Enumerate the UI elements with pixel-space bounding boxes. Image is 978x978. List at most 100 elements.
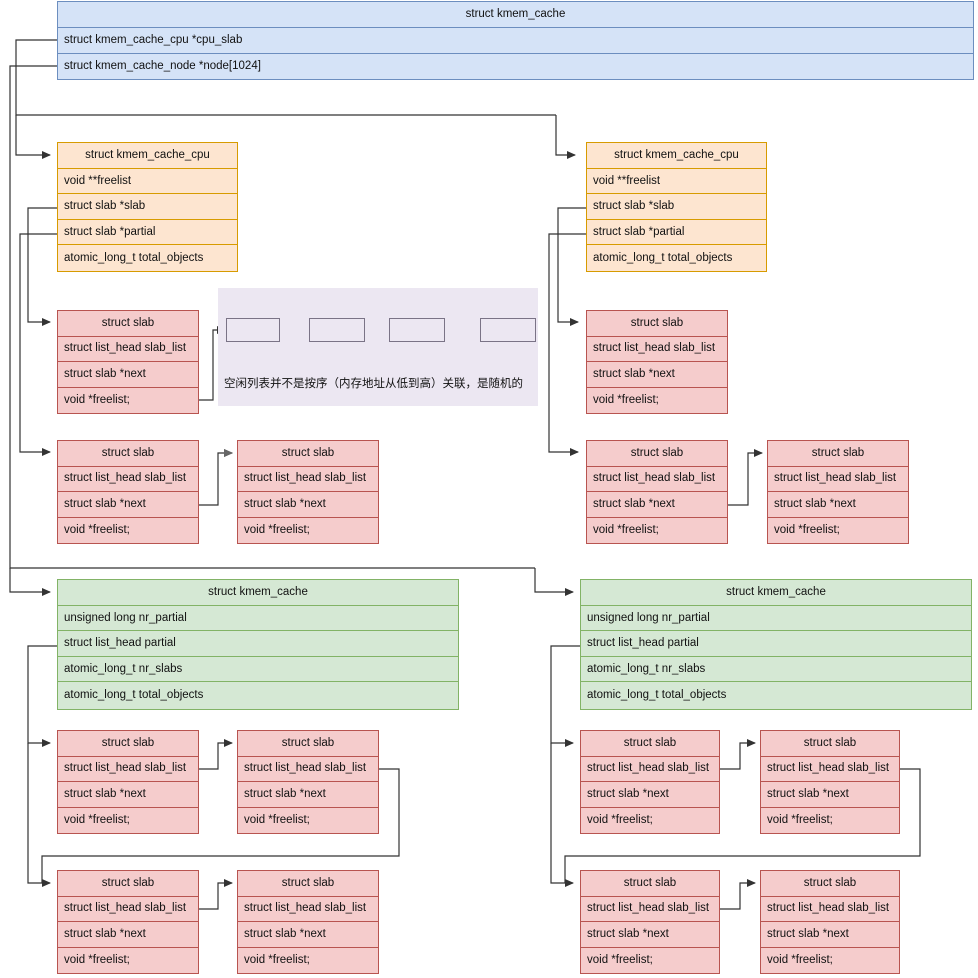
- freelist-illustration-panel: [218, 288, 538, 406]
- node-left-title: struct kmem_cache: [58, 580, 458, 606]
- slab-field-next[interactable]: struct slab *next: [768, 492, 908, 518]
- node-right-field-partial[interactable]: struct list_head partial: [581, 631, 971, 657]
- slab-field-slab-list[interactable]: struct list_head slab_list: [587, 466, 727, 492]
- slab-title: struct slab: [238, 871, 378, 897]
- slab-field-next[interactable]: struct slab *next: [238, 922, 378, 948]
- freelist-node-1: [226, 318, 280, 342]
- slab-field-slab-list[interactable]: struct list_head slab_list: [761, 756, 899, 782]
- slab-field-next[interactable]: struct slab *next: [587, 492, 727, 518]
- slab-field-next[interactable]: struct slab *next: [58, 782, 198, 808]
- slab-cpu-right-partial-2[interactable]: struct slab struct list_head slab_list s…: [767, 440, 909, 544]
- slab-field-freelist[interactable]: void *freelist;: [761, 947, 899, 973]
- freelist-node-2: [309, 318, 365, 342]
- cpu-right-title: struct kmem_cache_cpu: [587, 143, 766, 169]
- slab-field-freelist[interactable]: void *freelist;: [581, 807, 719, 833]
- cpu-right-field-total-objects[interactable]: atomic_long_t total_objects: [587, 245, 766, 272]
- kmem-cache-field-node-array[interactable]: struct kmem_cache_node *node[1024]: [58, 54, 973, 79]
- cpu-left-field-partial[interactable]: struct slab *partial: [58, 219, 237, 246]
- slab-field-slab-list[interactable]: struct list_head slab_list: [238, 756, 378, 782]
- struct-kmem-cache-node-right[interactable]: struct kmem_cache unsigned long nr_parti…: [580, 579, 972, 710]
- slab-cpu-left-active[interactable]: struct slab struct list_head slab_list s…: [57, 310, 199, 414]
- slab-title: struct slab: [58, 441, 198, 467]
- slab-field-slab-list[interactable]: struct list_head slab_list: [58, 756, 198, 782]
- slab-node-right-a1[interactable]: struct slab struct list_head slab_list s…: [580, 730, 720, 834]
- slab-node-left-a2[interactable]: struct slab struct list_head slab_list s…: [237, 730, 379, 834]
- slab-field-next[interactable]: struct slab *next: [58, 922, 198, 948]
- node-left-field-nr-partial[interactable]: unsigned long nr_partial: [58, 605, 458, 632]
- freelist-node-3: [389, 318, 445, 342]
- node-left-field-partial[interactable]: struct list_head partial: [58, 631, 458, 657]
- slab-node-right-b2[interactable]: struct slab struct list_head slab_list s…: [760, 870, 900, 974]
- slab-cpu-right-active[interactable]: struct slab struct list_head slab_list s…: [586, 310, 728, 414]
- slab-title: struct slab: [761, 731, 899, 757]
- kmem-cache-field-cpu-slab[interactable]: struct kmem_cache_cpu *cpu_slab: [58, 28, 973, 54]
- slab-field-freelist[interactable]: void *freelist;: [238, 807, 378, 833]
- node-right-field-total-objects[interactable]: atomic_long_t total_objects: [581, 682, 971, 710]
- slab-node-right-b1[interactable]: struct slab struct list_head slab_list s…: [580, 870, 720, 974]
- struct-kmem-cache-node-left[interactable]: struct kmem_cache unsigned long nr_parti…: [57, 579, 459, 710]
- slab-field-freelist[interactable]: void *freelist;: [238, 947, 378, 973]
- struct-kmem-cache-cpu-left[interactable]: struct kmem_cache_cpu void **freelist st…: [57, 142, 238, 272]
- cpu-left-field-slab[interactable]: struct slab *slab: [58, 194, 237, 220]
- slab-field-next[interactable]: struct slab *next: [581, 782, 719, 808]
- slab-field-next[interactable]: struct slab *next: [587, 362, 727, 388]
- slab-field-slab-list[interactable]: struct list_head slab_list: [587, 336, 727, 362]
- slab-node-left-a1[interactable]: struct slab struct list_head slab_list s…: [57, 730, 199, 834]
- slab-field-next[interactable]: struct slab *next: [761, 782, 899, 808]
- slab-node-left-b1[interactable]: struct slab struct list_head slab_list s…: [57, 870, 199, 974]
- slab-field-next[interactable]: struct slab *next: [581, 922, 719, 948]
- slab-title: struct slab: [238, 441, 378, 467]
- slab-field-freelist[interactable]: void *freelist;: [587, 517, 727, 543]
- slab-field-next[interactable]: struct slab *next: [238, 492, 378, 518]
- slab-cpu-right-partial-1[interactable]: struct slab struct list_head slab_list s…: [586, 440, 728, 544]
- cpu-left-field-freelist[interactable]: void **freelist: [58, 168, 237, 195]
- slab-cpu-left-partial-1[interactable]: struct slab struct list_head slab_list s…: [57, 440, 199, 544]
- slab-field-freelist[interactable]: void *freelist;: [761, 807, 899, 833]
- slab-field-next[interactable]: struct slab *next: [58, 362, 198, 388]
- slab-field-slab-list[interactable]: struct list_head slab_list: [761, 896, 899, 922]
- kmem-cache-title: struct kmem_cache: [58, 2, 973, 28]
- slab-field-freelist[interactable]: void *freelist;: [581, 947, 719, 973]
- node-left-field-nr-slabs[interactable]: atomic_long_t nr_slabs: [58, 656, 458, 683]
- slab-field-slab-list[interactable]: struct list_head slab_list: [58, 336, 198, 362]
- slab-field-next[interactable]: struct slab *next: [761, 922, 899, 948]
- slab-field-slab-list[interactable]: struct list_head slab_list: [238, 896, 378, 922]
- cpu-right-field-freelist[interactable]: void **freelist: [587, 168, 766, 195]
- slab-field-freelist[interactable]: void *freelist;: [58, 387, 198, 413]
- slab-title: struct slab: [761, 871, 899, 897]
- slab-field-slab-list[interactable]: struct list_head slab_list: [581, 756, 719, 782]
- cpu-left-field-total-objects[interactable]: atomic_long_t total_objects: [58, 245, 237, 272]
- slab-title: struct slab: [587, 311, 727, 337]
- slab-field-slab-list[interactable]: struct list_head slab_list: [238, 466, 378, 492]
- slab-field-slab-list[interactable]: struct list_head slab_list: [768, 466, 908, 492]
- slab-node-left-b2[interactable]: struct slab struct list_head slab_list s…: [237, 870, 379, 974]
- slab-title: struct slab: [581, 731, 719, 757]
- cpu-right-field-slab[interactable]: struct slab *slab: [587, 194, 766, 220]
- slab-title: struct slab: [58, 871, 198, 897]
- slab-field-freelist[interactable]: void *freelist;: [238, 517, 378, 543]
- slab-title: struct slab: [768, 441, 908, 467]
- slab-title: struct slab: [58, 311, 198, 337]
- node-right-field-nr-partial[interactable]: unsigned long nr_partial: [581, 605, 971, 632]
- slab-field-next[interactable]: struct slab *next: [58, 492, 198, 518]
- slab-title: struct slab: [581, 871, 719, 897]
- struct-kmem-cache-root[interactable]: struct kmem_cache struct kmem_cache_cpu …: [57, 1, 974, 80]
- freelist-node-4: [480, 318, 536, 342]
- slab-field-freelist[interactable]: void *freelist;: [587, 387, 727, 413]
- slab-field-slab-list[interactable]: struct list_head slab_list: [581, 896, 719, 922]
- freelist-caption: 空闲列表并不是按序（内存地址从低到高）关联，是随机的: [224, 378, 523, 390]
- node-right-title: struct kmem_cache: [581, 580, 971, 606]
- slab-field-slab-list[interactable]: struct list_head slab_list: [58, 896, 198, 922]
- struct-kmem-cache-cpu-right[interactable]: struct kmem_cache_cpu void **freelist st…: [586, 142, 767, 272]
- slab-field-freelist[interactable]: void *freelist;: [58, 517, 198, 543]
- cpu-right-field-partial[interactable]: struct slab *partial: [587, 219, 766, 246]
- slab-field-freelist[interactable]: void *freelist;: [58, 807, 198, 833]
- node-right-field-nr-slabs[interactable]: atomic_long_t nr_slabs: [581, 656, 971, 683]
- slab-node-right-a2[interactable]: struct slab struct list_head slab_list s…: [760, 730, 900, 834]
- slab-cpu-left-partial-2[interactable]: struct slab struct list_head slab_list s…: [237, 440, 379, 544]
- slab-field-next[interactable]: struct slab *next: [238, 782, 378, 808]
- slab-field-freelist[interactable]: void *freelist;: [58, 947, 198, 973]
- slab-field-slab-list[interactable]: struct list_head slab_list: [58, 466, 198, 492]
- node-left-field-total-objects[interactable]: atomic_long_t total_objects: [58, 682, 458, 710]
- slab-field-freelist[interactable]: void *freelist;: [768, 517, 908, 543]
